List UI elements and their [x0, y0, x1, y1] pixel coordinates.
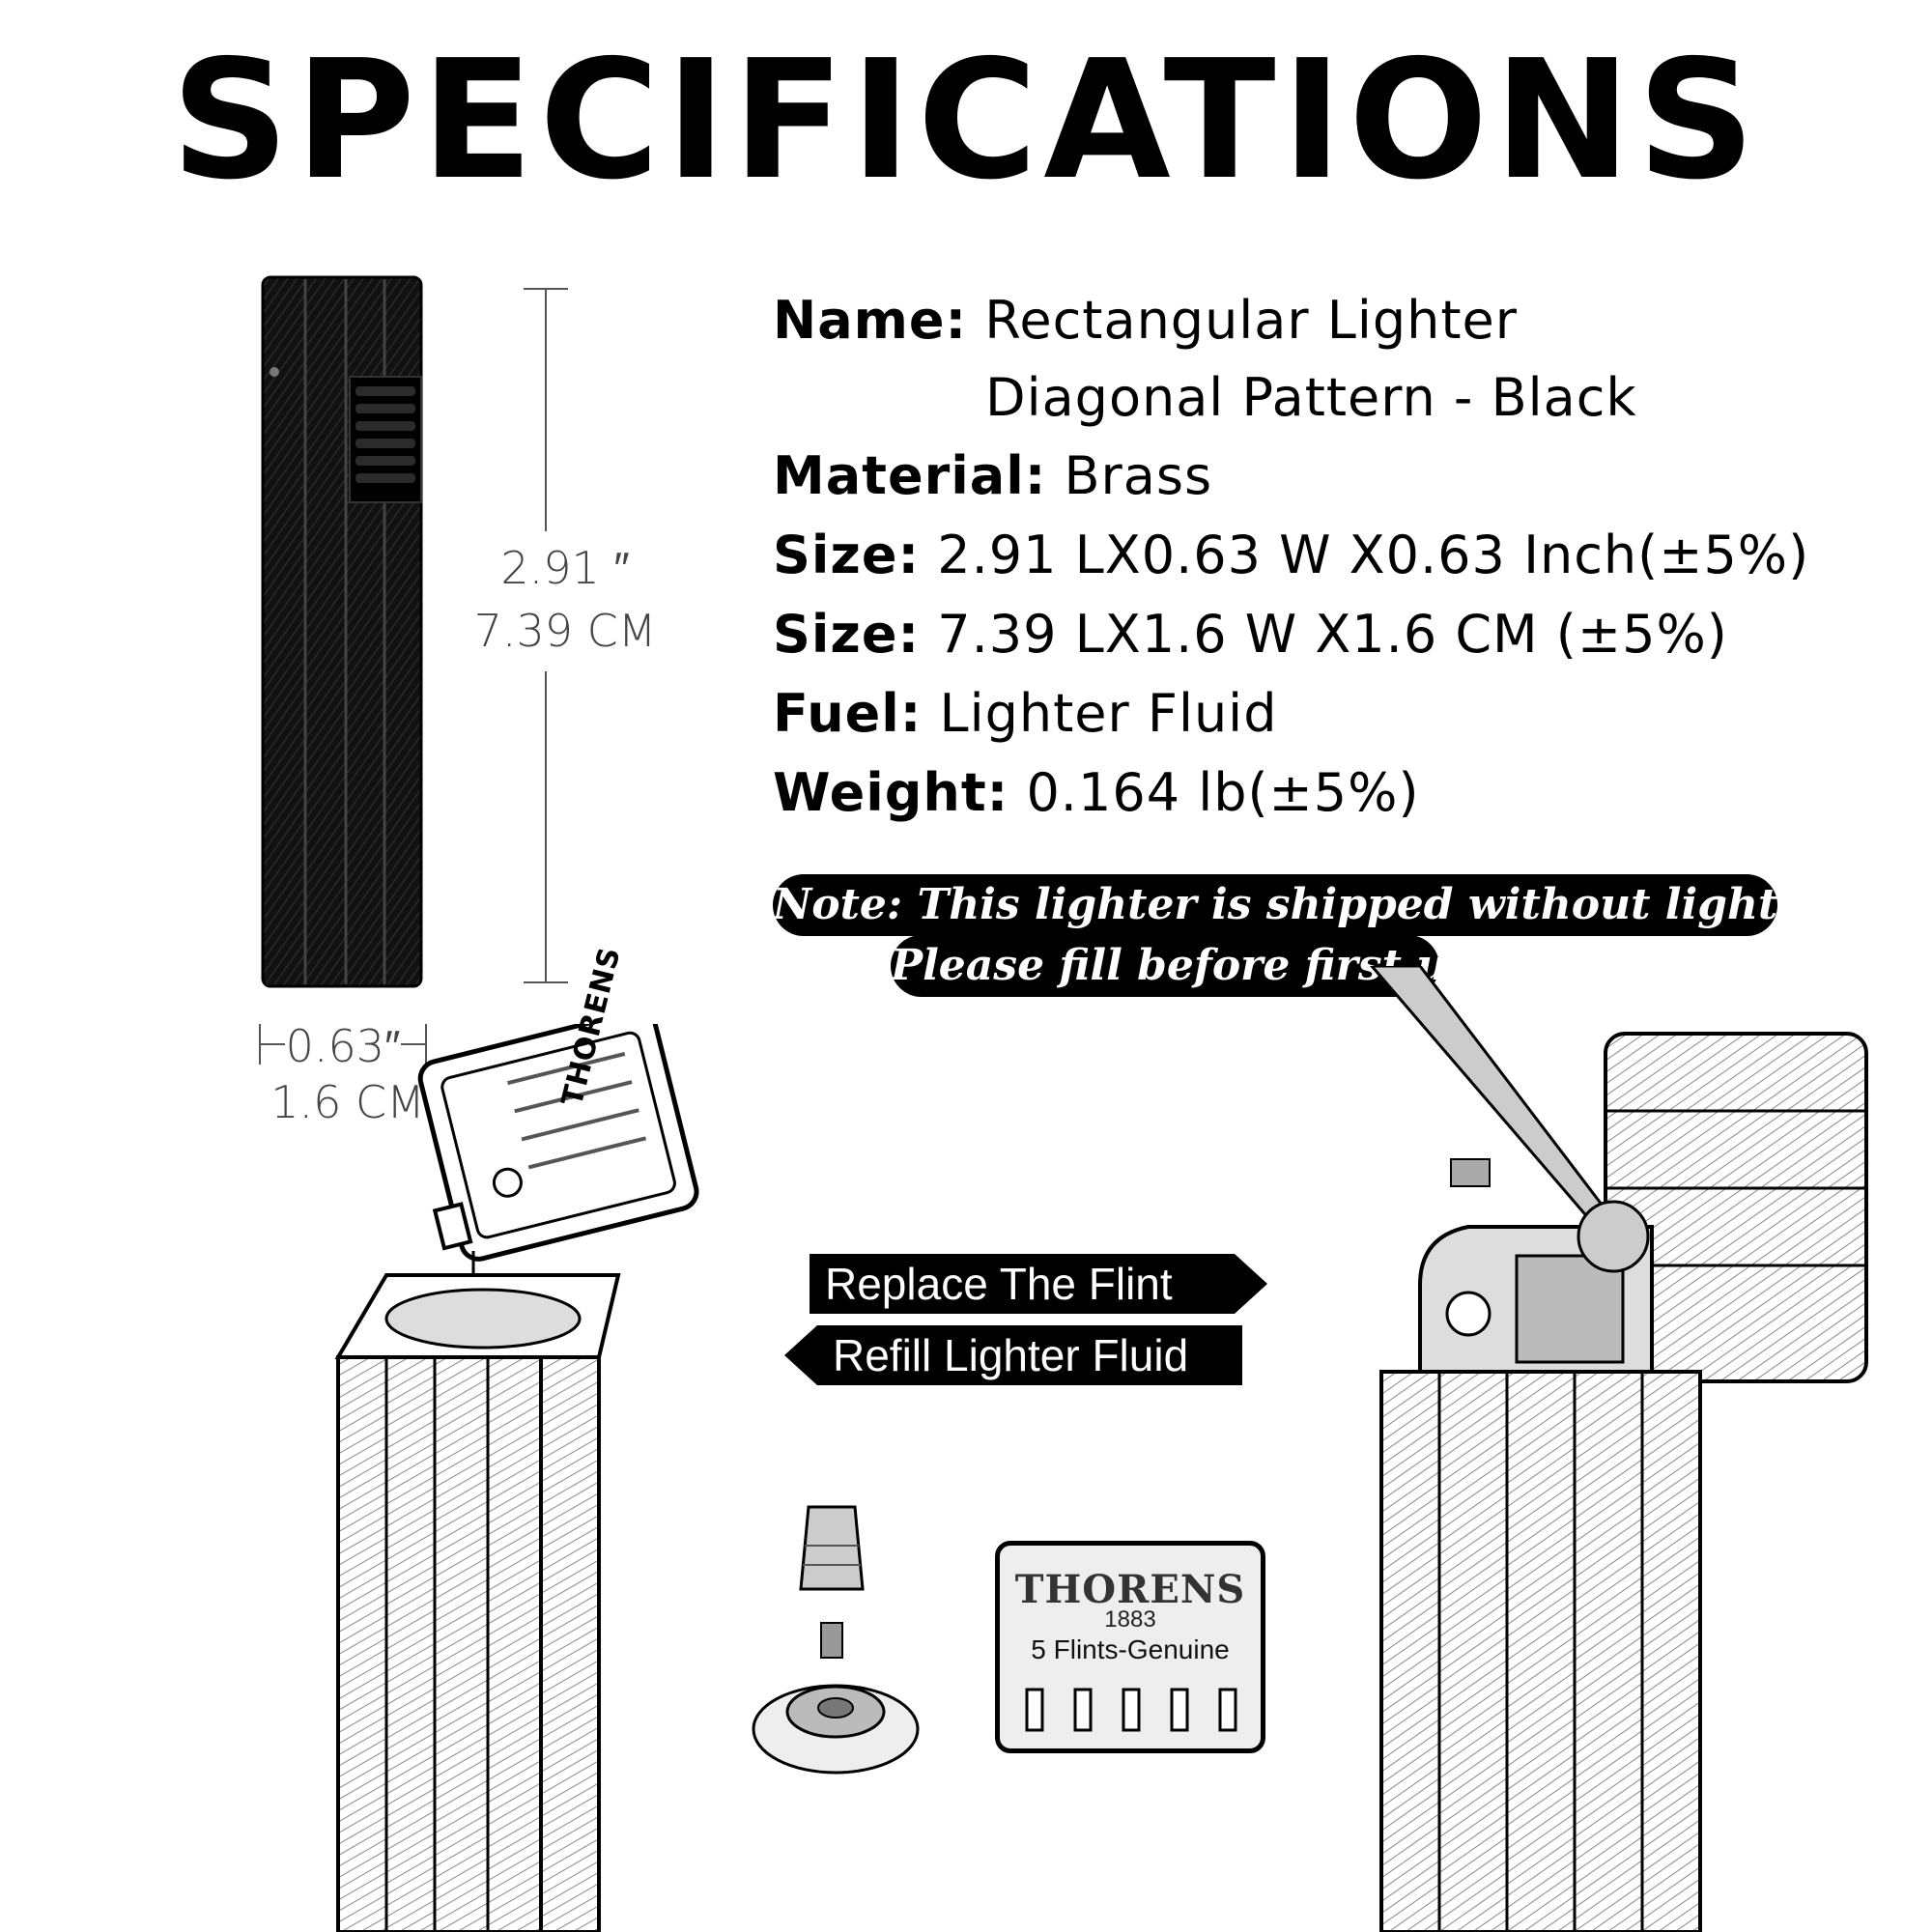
note-line-1: Note: This lighter is shipped without li… [773, 874, 1932, 936]
spec-weight-row: Weight: 0.164 lb(±5%) [773, 767, 1420, 819]
spec-fuel-label: Fuel: [773, 683, 923, 744]
spec-fuel-value: Lighter Fluid [939, 683, 1278, 744]
height-inches-label: 2.91 ″ [500, 542, 630, 594]
replace-flint-arrow [810, 1254, 1267, 1314]
spec-size-cm-row: Size: 7.39 LX1.6 W X1.6 CM (±5%) [773, 609, 1728, 661]
refill-fluid-arrow [784, 1325, 1242, 1385]
flint-parts-illustration [752, 1505, 920, 1775]
flint-pack-label: 5 Flints-Genuine [1031, 1634, 1230, 1664]
spec-name-row: Name: Rectangular Lighter [773, 295, 1518, 347]
spec-name-value: Rectangular Lighter [984, 290, 1518, 351]
spec-size-cm-label: Size: [773, 604, 921, 665]
height-dimension-line [524, 288, 568, 983]
black-lighter-image [261, 275, 423, 988]
spec-size-inch-value: 2.91 LX0.63 W X0.63 Inch(±5%) [937, 525, 1810, 585]
spec-name-label: Name: [773, 290, 968, 351]
spec-size-cm-value: 7.39 LX1.6 W X1.6 CM (±5%) [937, 604, 1728, 665]
spec-size-inch-row: Size: 2.91 LX0.63 W X0.63 Inch(±5%) [773, 529, 1809, 582]
height-cm-label: 7.39 CM [473, 605, 657, 657]
flint-pack-year: 1883 [1104, 1606, 1156, 1633]
flint-pack-brand: THORENS [1014, 1567, 1246, 1612]
refill-illustration [334, 1024, 699, 1932]
page-title: SPECIFICATIONS [170, 25, 1762, 216]
spec-material-label: Material: [773, 445, 1047, 506]
width-cm-label: 1.6 CM [270, 1076, 425, 1128]
spec-weight-label: Weight: [773, 762, 1009, 823]
replace-flint-label: Replace The Flint [825, 1259, 1173, 1309]
width-inches-label: 0.63″ [285, 1020, 401, 1072]
spec-size-inch-label: Size: [773, 525, 921, 585]
spec-fuel-row: Fuel: Lighter Fluid [773, 688, 1277, 740]
spec-name-value-line2: Diagonal Pattern - Black [985, 367, 1637, 428]
open-lighter-illustration [1370, 966, 1868, 1932]
width-dimension-line [259, 1024, 427, 1065]
refill-fluid-label: Refill Lighter Fluid [833, 1330, 1189, 1380]
spec-material-value: Brass [1064, 445, 1213, 506]
flint-slots [1025, 1688, 1237, 1732]
spec-material-row: Material: Brass [773, 450, 1212, 502]
spec-weight-value: 0.164 lb(±5%) [1026, 762, 1420, 823]
